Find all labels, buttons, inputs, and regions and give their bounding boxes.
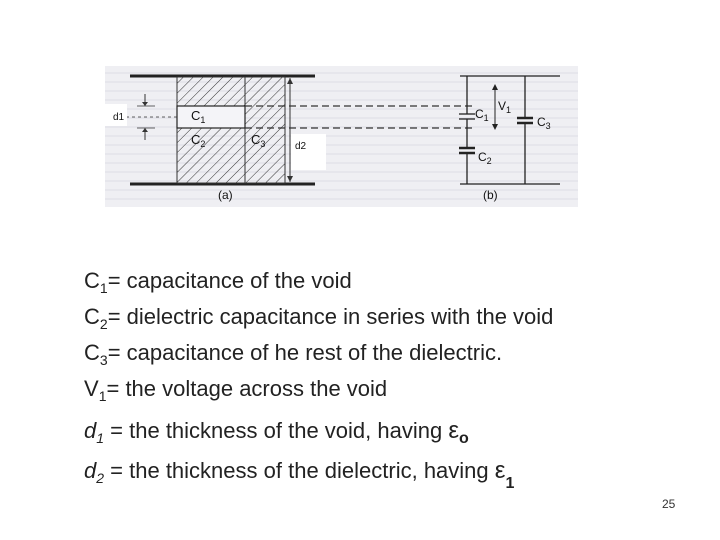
definition-c2: C2= dielectric capacitance in series wit… xyxy=(84,304,554,332)
circuit-label-c1: C1 xyxy=(475,107,489,123)
definition-c3: C3= capacitance of he rest of the dielec… xyxy=(84,340,503,368)
label-c2: C2 xyxy=(191,132,205,149)
label-d2: d2 xyxy=(295,141,307,152)
label-b: (b) xyxy=(483,188,498,202)
label-d1: d1 xyxy=(113,112,125,123)
dielectric-region xyxy=(177,77,285,183)
label-c3: C3 xyxy=(251,132,265,149)
slide-number: 25 xyxy=(662,497,676,511)
circuit-label-c3: C3 xyxy=(537,115,551,131)
void-region xyxy=(176,105,246,129)
definition-d1: d1 = the thickness of the void, having ε… xyxy=(84,417,469,447)
definition-v1: V1= the voltage across the void xyxy=(84,376,388,404)
figure-background xyxy=(105,66,578,207)
void-capacitor-figure: d1 d2 C1 C2 C3 (a) C1 V1 C2 C3 (b) xyxy=(105,66,578,207)
definition-d2: d2 = the thickness of the dielectric, ha… xyxy=(84,457,515,492)
label-a: (a) xyxy=(218,188,233,202)
label-c1: C1 xyxy=(191,108,205,125)
cross-section-a: d1 d2 C1 C2 C3 (a) xyxy=(105,74,475,202)
circuit-label-v1: V1 xyxy=(498,99,511,115)
circuit-label-c2: C2 xyxy=(478,150,492,166)
definition-c1: C1= capacitance of the void xyxy=(84,268,352,296)
equivalent-circuit-b xyxy=(459,75,560,185)
